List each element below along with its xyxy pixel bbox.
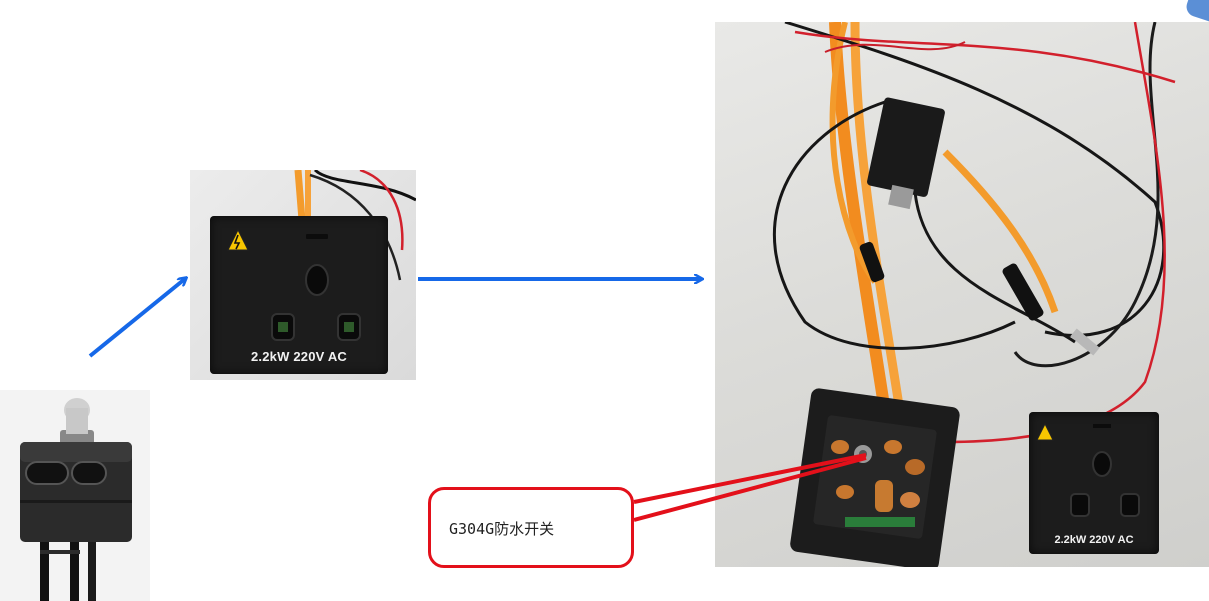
microswitch-illustration: [20, 398, 132, 601]
microswitch-photo: [0, 390, 150, 601]
socket-rating-label: 2.2kW 220V AC: [250, 349, 348, 364]
harness-photo: 2.2kW 220V AC: [715, 22, 1209, 567]
arrow-switch-to-socket: [88, 278, 186, 358]
socket-photo: 2.2kW 220V AC: [190, 170, 416, 380]
installed-socket-graphics: [1036, 422, 1140, 517]
installed-socket-faceplate: 2.2kW 220V AC: [1029, 412, 1159, 554]
callout-box: G304G防水开关: [428, 487, 634, 568]
installed-socket-rating-label: 2.2kW 220V AC: [1054, 534, 1134, 546]
callout-label: G304G防水开关: [449, 520, 555, 538]
socket-face-graphics: [227, 228, 361, 341]
warning-triangle-icon: [1036, 422, 1054, 441]
socket-faceplate: 2.2kW 220V AC: [210, 216, 388, 374]
socket-wires: [294, 170, 416, 281]
warning-triangle-icon: [227, 228, 249, 251]
